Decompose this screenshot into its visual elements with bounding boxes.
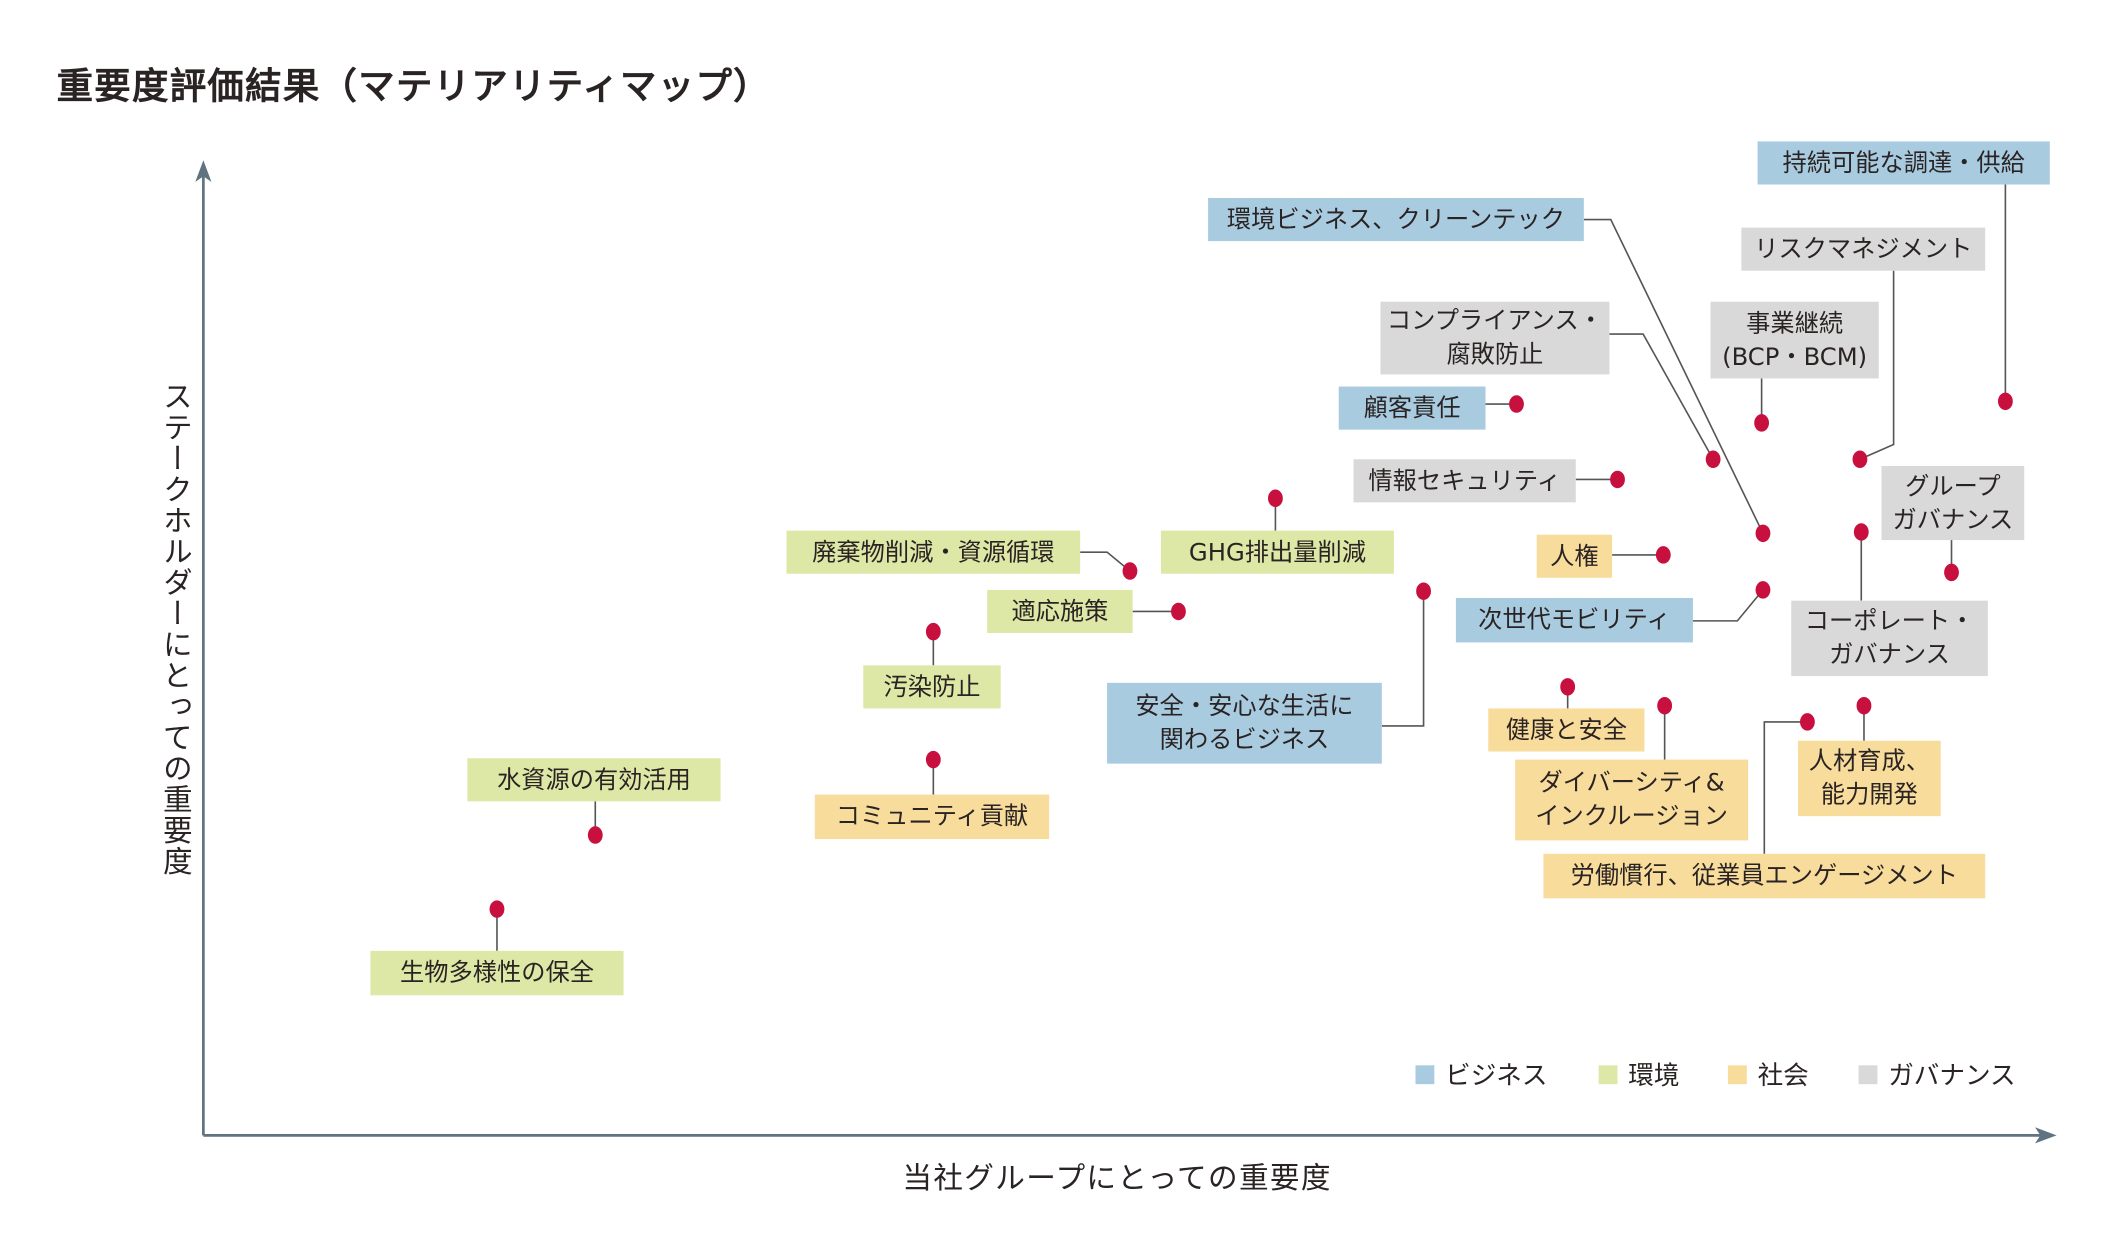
data-point	[925, 750, 941, 769]
data-point	[1416, 582, 1431, 600]
data-point	[489, 900, 505, 918]
data-point	[1509, 395, 1524, 413]
legend-label: 社会	[1757, 1061, 1809, 1091]
data-point	[1268, 489, 1283, 508]
connector-line	[1763, 721, 1808, 854]
legend-label: ビジネス	[1445, 1061, 1548, 1091]
data-point	[1657, 696, 1673, 715]
point-label-governance: コンプライアンス・ 腐敗防止	[1380, 301, 1610, 375]
point-label-environment: 適応施策	[987, 589, 1133, 633]
legend-item-business: ビジネス	[1415, 1056, 1547, 1092]
data-point	[1853, 523, 1869, 541]
legend-swatch	[1598, 1064, 1618, 1084]
data-point	[1610, 470, 1625, 489]
point-label-business: 次世代モビリティ	[1455, 597, 1693, 643]
legend-item-environment: 環境	[1598, 1056, 1680, 1092]
point-label-business: 持続可能な調達・供給	[1757, 141, 2050, 185]
point-label-social: 人権	[1536, 534, 1613, 578]
connector-line	[1583, 218, 1764, 534]
connector-line	[1692, 589, 1764, 622]
connector-line	[1609, 333, 1714, 460]
point-label-social: 労働慣行、従業員エンゲージメント	[1543, 853, 1986, 899]
legend-label: 環境	[1628, 1061, 1680, 1091]
connector-line	[1859, 270, 1895, 460]
data-point	[1754, 414, 1770, 432]
data-point	[1560, 678, 1576, 696]
data-point	[1655, 546, 1671, 564]
point-label-social: コミュニティ貢献	[814, 794, 1050, 840]
legend-item-governance: ガバナンス	[1858, 1056, 2016, 1092]
data-point	[925, 622, 941, 641]
point-label-environment: 汚染防止	[863, 665, 1001, 709]
data-point	[1755, 581, 1771, 599]
point-label-environment: 生物多様性の保全	[370, 950, 624, 996]
connector-line	[1381, 591, 1425, 727]
data-point	[1856, 696, 1872, 715]
point-label-environment: 廃棄物削減・資源循環	[786, 530, 1081, 574]
chart-title: 重要度評価結果（マテリアリティマップ）	[56, 65, 771, 108]
legend-item-social: 社会	[1727, 1056, 1809, 1092]
connector-line	[1080, 551, 1131, 572]
point-label-business: 安全・安心な生活に 関わるビジネス	[1107, 682, 1382, 764]
point-label-social: 人材育成、 能力開発	[1797, 740, 1941, 817]
point-label-governance: リスクマネジメント	[1741, 227, 1986, 271]
point-label-environment: GHG排出量削減	[1160, 530, 1394, 574]
point-label-governance: 情報セキュリティ	[1353, 459, 1576, 503]
data-point	[1944, 563, 1959, 582]
legend-swatch	[1415, 1064, 1435, 1084]
data-point	[587, 826, 603, 844]
point-label-environment: 水資源の有効活用	[467, 758, 721, 802]
data-point	[1705, 450, 1721, 469]
point-label-business: 顧客責任	[1338, 386, 1486, 430]
data-point	[1122, 562, 1138, 580]
point-label-social: ダイバーシティ& インクルージョン	[1515, 759, 1749, 841]
legend-label: ガバナンス	[1888, 1061, 2016, 1091]
y-axis-label: ステークホルダーにとっての重要度	[157, 381, 192, 877]
point-label-governance: コーポレート・ ガバナンス	[1791, 600, 1988, 677]
legend-swatch	[1858, 1064, 1878, 1084]
point-label-governance: 事業継続 (BCP・BCM)	[1710, 301, 1879, 379]
x-axis-arrow	[2035, 1127, 2057, 1144]
data-point	[1799, 713, 1815, 731]
legend-swatch	[1727, 1064, 1747, 1084]
data-point	[1852, 450, 1868, 469]
point-label-governance: グループ ガバナンス	[1881, 465, 2025, 541]
x-axis-label: 当社グループにとっての重要度	[902, 1162, 1332, 1196]
data-point	[1755, 524, 1771, 543]
data-point	[1171, 602, 1186, 621]
point-label-business: 環境ビジネス、クリーンテック	[1208, 197, 1584, 242]
y-axis-arrow	[195, 160, 212, 182]
point-label-social: 健康と安全	[1488, 708, 1645, 752]
data-point	[1997, 392, 2013, 411]
